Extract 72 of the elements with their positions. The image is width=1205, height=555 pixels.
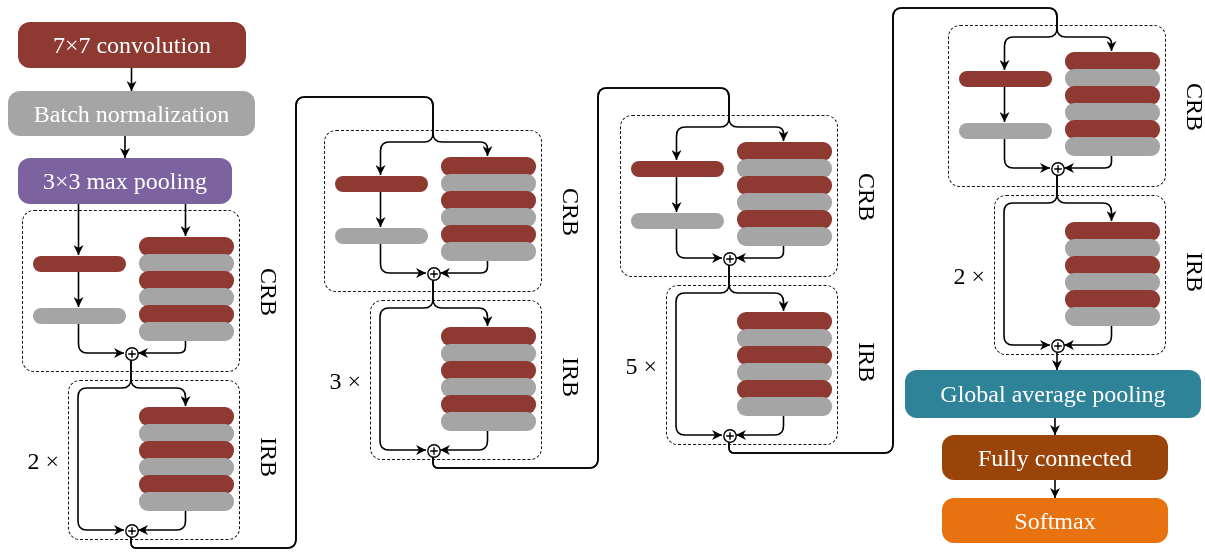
arrow bbox=[126, 67, 137, 92]
arrow bbox=[439, 259, 489, 278]
arrow bbox=[999, 85, 1010, 123]
arrow bbox=[439, 429, 489, 455]
repeat-label: 3 × bbox=[329, 369, 361, 393]
block-label: IRB bbox=[1183, 252, 1205, 292]
block-label: IRB bbox=[559, 357, 583, 397]
repeat-label: 2 × bbox=[953, 264, 985, 288]
arrow bbox=[137, 509, 187, 535]
layer-box: 7×7 convolution bbox=[18, 22, 246, 68]
sum-symbol bbox=[723, 429, 737, 443]
block-label: CRB bbox=[257, 268, 281, 317]
arrow bbox=[120, 135, 130, 159]
arrow bbox=[73, 203, 84, 256]
arrow bbox=[137, 339, 187, 358]
layer-bar bbox=[959, 71, 1052, 87]
arrow bbox=[379, 242, 427, 278]
arrow bbox=[77, 322, 125, 358]
layer-stack bbox=[737, 142, 832, 246]
sum-symbol bbox=[1051, 162, 1065, 176]
layer-bar bbox=[335, 228, 428, 244]
repeat-label: 2 × bbox=[27, 449, 59, 473]
layer-bar bbox=[631, 213, 724, 229]
layer-box: Batch normalization bbox=[8, 91, 255, 136]
layer-bar bbox=[335, 176, 428, 192]
arrow bbox=[1050, 417, 1060, 436]
sum-symbol bbox=[427, 267, 441, 281]
arrow bbox=[675, 264, 730, 440]
arrow bbox=[180, 203, 191, 237]
arrow bbox=[375, 190, 386, 228]
layer-stack bbox=[1065, 222, 1160, 326]
block-label: CRB bbox=[1183, 83, 1205, 132]
block-label: IRB bbox=[257, 437, 281, 477]
sum-symbol bbox=[427, 444, 441, 458]
layer-stack bbox=[139, 237, 234, 341]
layer-bar bbox=[33, 308, 126, 324]
layer-stack bbox=[441, 327, 536, 431]
arrow bbox=[735, 414, 785, 440]
block-label: CRB bbox=[855, 173, 879, 222]
arrow bbox=[1003, 137, 1051, 173]
arrow bbox=[728, 7, 1117, 454]
sum-symbol bbox=[125, 524, 139, 538]
sum-symbol bbox=[1051, 339, 1065, 353]
arrow bbox=[671, 175, 682, 213]
arrow bbox=[1063, 154, 1113, 173]
sum-symbol bbox=[723, 252, 737, 266]
layer-stack bbox=[1065, 52, 1160, 156]
layer-stack bbox=[441, 157, 536, 261]
layer-box: Softmax bbox=[942, 498, 1168, 543]
layer-box: 3×3 max pooling bbox=[18, 158, 232, 204]
arrow bbox=[1050, 479, 1060, 499]
arrow bbox=[77, 359, 132, 535]
layer-bar bbox=[959, 123, 1052, 139]
layer-bar bbox=[33, 256, 126, 272]
layer-stack bbox=[139, 407, 234, 511]
sum-symbol bbox=[125, 347, 139, 361]
repeat-label: 5 × bbox=[625, 354, 657, 378]
arrow bbox=[675, 227, 723, 263]
layer-bar bbox=[631, 161, 724, 177]
block-label: IRB bbox=[855, 342, 879, 382]
layer-box: Global average pooling bbox=[905, 370, 1201, 418]
arrow bbox=[1052, 351, 1062, 371]
layer-stack bbox=[737, 312, 832, 416]
arrow bbox=[432, 87, 789, 469]
arrow bbox=[735, 244, 785, 263]
arrow bbox=[1063, 324, 1113, 350]
arrow bbox=[130, 96, 493, 549]
arrow bbox=[1003, 174, 1058, 350]
layer-box: Fully connected bbox=[942, 435, 1168, 480]
arrow bbox=[379, 279, 434, 455]
block-label: CRB bbox=[559, 188, 583, 237]
arrow bbox=[73, 270, 84, 308]
